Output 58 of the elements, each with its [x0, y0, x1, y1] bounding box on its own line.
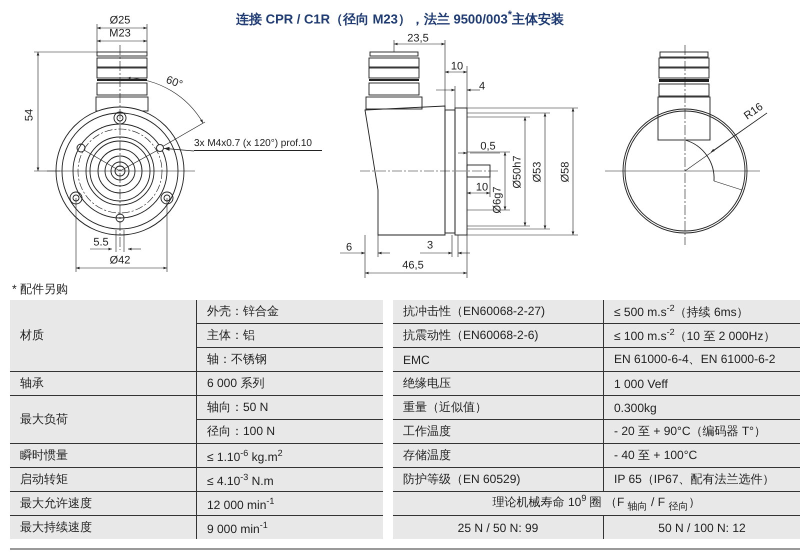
- dimension-label: 10: [476, 182, 488, 194]
- dimension-label: 23,5: [407, 34, 429, 44]
- table-cell: 最大负荷: [10, 396, 196, 444]
- table-cell: ≤ 4.10$^{-3}$ N.m: [196, 468, 383, 492]
- dimension-label: M23: [109, 28, 131, 40]
- table-cell: 1 000 Veff: [604, 372, 800, 396]
- table-cell: 工作温度: [393, 420, 604, 444]
- dimension-label: 6: [346, 242, 352, 254]
- dimension-label: Ø6g7: [492, 186, 504, 214]
- table-cell: 材质: [10, 300, 196, 372]
- dimension-label: 46,5: [402, 260, 424, 272]
- dimension-label: Ø58: [560, 162, 572, 182]
- table-cell: 抗冲击性（EN60068-2-27): [393, 300, 604, 324]
- table-cell: ≤ 500 m.s$^{-2}$（持续 6ms）: [604, 300, 800, 324]
- dimension-label: 10: [450, 62, 464, 72]
- table-cell: ≤ 1.10$^{-6}$ kg.m$^{2}$: [196, 444, 383, 468]
- table-cell: 启动转矩: [10, 468, 196, 492]
- table-cell: 外壳：锌合金: [196, 300, 383, 324]
- dimension-label: 54: [24, 108, 36, 122]
- table-cell: 轴承: [10, 372, 196, 396]
- table-cell: 轴：不锈钢: [196, 348, 383, 372]
- dimension-label: Ø42: [110, 256, 130, 266]
- table-cell: 9 000 min$^{-1}$: [196, 516, 383, 539]
- dimension-label: 0,5: [480, 142, 496, 152]
- table-cell: 抗震动性（EN60068-2-6): [393, 324, 604, 348]
- annotation-label: 3x M4x0.7 (x 120°) prof.10: [194, 137, 322, 151]
- table-cell: 12 000 min$^{-1}$: [196, 492, 383, 516]
- dimension-label: Ø50h7: [512, 155, 524, 189]
- dimension-label: Ø53: [532, 162, 544, 182]
- dimension-label: 60°: [164, 74, 184, 92]
- table-cell: - 20 至 + 90°C（编码器 T°）: [604, 420, 800, 444]
- table-cell: 理论机械寿命 10$^{9}$ 圈 （F $_{轴向}$ / F $_{径向}$）: [393, 492, 800, 516]
- table-cell: 主体：铝: [196, 324, 383, 348]
- table-cell: 瞬时惯量: [10, 444, 196, 468]
- table-cell: 径向：100 N: [196, 420, 383, 444]
- dimension-label: 3: [426, 240, 434, 252]
- footnote: * 配件另购: [12, 281, 68, 298]
- table-cell: EN 61000-6-4、EN 61000-6-2: [604, 348, 800, 372]
- table-cell: EMC: [393, 348, 604, 372]
- table-cell: 重量（近似值）: [393, 396, 604, 420]
- table-cell: 6 000 系列: [196, 372, 383, 396]
- table-cell: 最大持续速度: [10, 516, 196, 539]
- table-cell: IP 65（IP67、配有法兰选件）: [604, 468, 800, 492]
- table-cell: 存储温度: [393, 444, 604, 468]
- table-cell: ≤ 100 m.s$^{-2}$（10 至 2 000Hz）: [604, 324, 800, 348]
- table-cell: 最大允许速度: [10, 492, 196, 516]
- dimension-label: Ø25: [110, 16, 130, 26]
- table-cell: 轴向：50 N: [196, 396, 383, 420]
- table-cell: 绝缘电压: [393, 372, 604, 396]
- table-cell: 50 N / 100 N: 12: [604, 516, 800, 539]
- table-cell: 25 N / 50 N: 99: [393, 516, 604, 539]
- table-cell: 0.300kg: [604, 396, 800, 420]
- dimension-label: R16: [742, 102, 766, 122]
- dimension-label: 4: [478, 82, 486, 92]
- table-cell: 防护等级（EN 60529): [393, 468, 604, 492]
- leader-line: [164, 146, 194, 152]
- dimension-label: 5.5: [93, 238, 109, 248]
- table-cell: - 40 至 + 100°C: [604, 444, 800, 468]
